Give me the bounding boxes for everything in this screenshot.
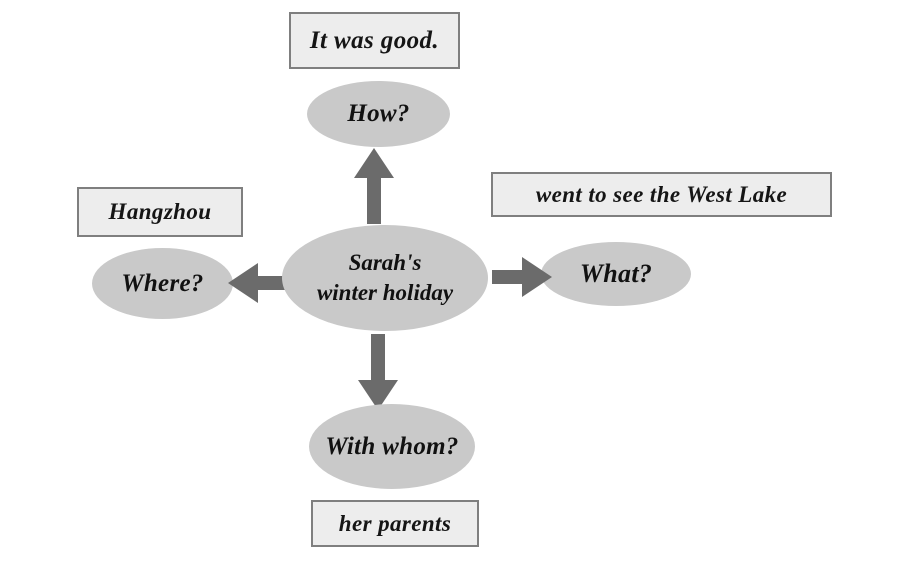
center-topic-line2: winter holiday bbox=[316, 280, 454, 305]
arrow-left-icon bbox=[226, 261, 290, 305]
question-ellipse-how: How? bbox=[307, 81, 450, 147]
arrow-up-icon bbox=[352, 146, 396, 226]
arrow-down-icon bbox=[356, 330, 400, 412]
answer-box-where: Hangzhou bbox=[77, 187, 243, 237]
question-ellipse-with-whom: With whom? bbox=[309, 404, 475, 489]
question-ellipse-where: Where? bbox=[92, 248, 233, 319]
center-topic-line1: Sarah's bbox=[348, 250, 422, 276]
question-ellipse-what: What? bbox=[541, 242, 691, 306]
answer-box-what: went to see the West Lake bbox=[491, 172, 832, 217]
answer-box-with-whom: her parents bbox=[311, 500, 479, 547]
answer-box-how: It was good. bbox=[289, 12, 460, 69]
center-topic-node: Sarah's winter holiday bbox=[282, 225, 488, 331]
